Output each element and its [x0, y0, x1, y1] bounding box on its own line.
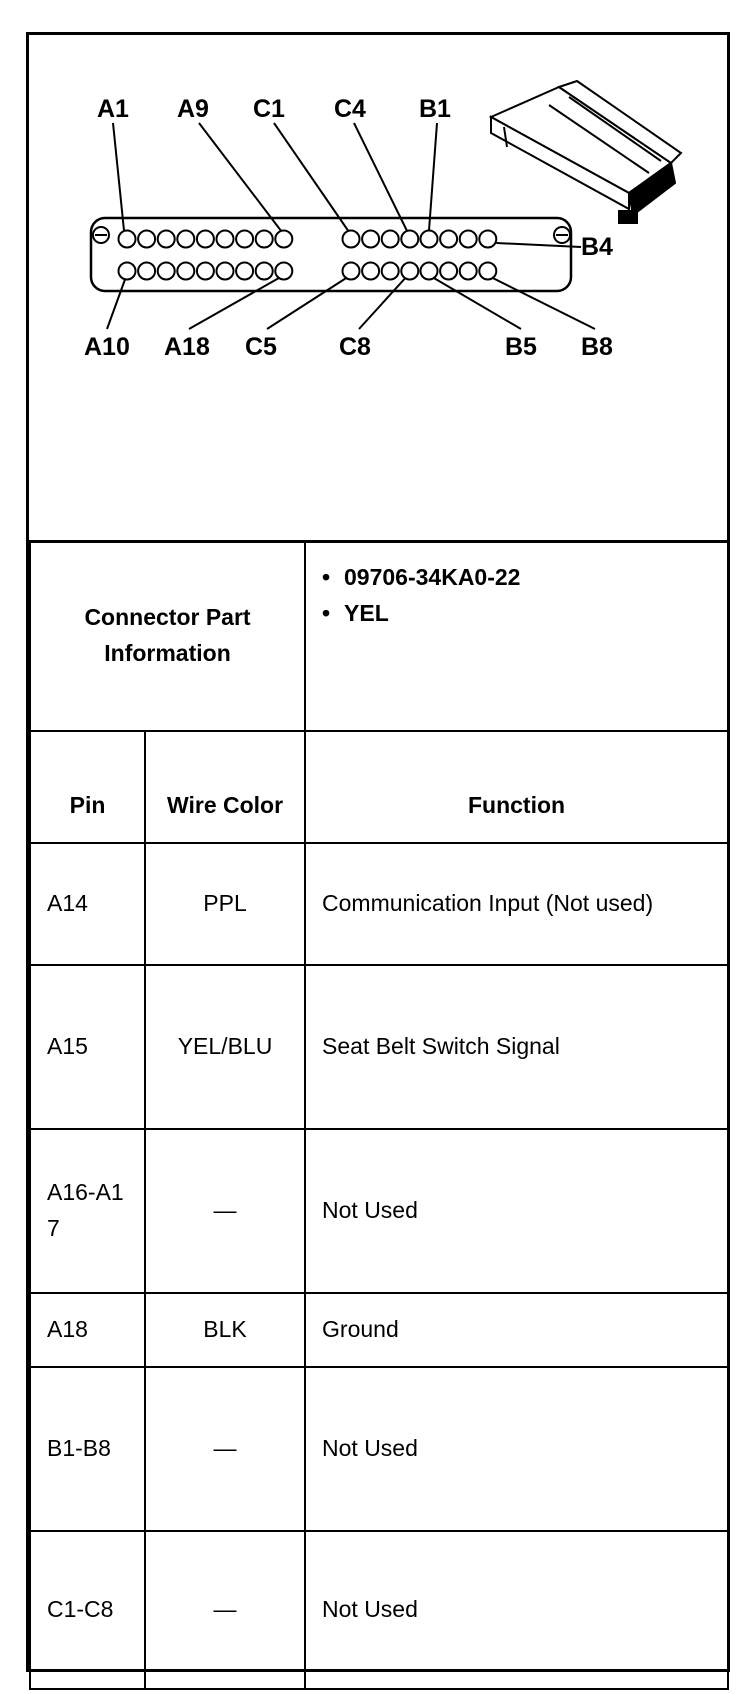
leader-c5: [266, 276, 348, 330]
pin-cavity: [458, 229, 478, 249]
connector-end-view-diagram: A1 A9 C1 C4 B1 B4 A10 A18 C5 C8 B5 B8: [29, 35, 727, 543]
pinout-table: Connector Part Information 09706-34KA0-2…: [28, 540, 730, 1690]
pin-cavities: [117, 229, 498, 281]
wire-color-cell: —: [143, 1530, 307, 1690]
header-function: Function: [304, 730, 730, 844]
part-info-label: Connector Part Information: [28, 540, 307, 732]
leader-b5: [432, 276, 522, 330]
pin-cavity: [439, 229, 459, 249]
pin-cavity: [137, 229, 157, 249]
label-a10: A10: [84, 333, 130, 361]
label-b1: B1: [419, 95, 451, 123]
leader-lines: [106, 122, 596, 330]
pin-cell: A18: [29, 1292, 146, 1368]
pin-cavity: [235, 229, 255, 249]
pin-cavity: [478, 261, 498, 281]
pin-cavity: [380, 261, 400, 281]
pin-cavity: [274, 261, 294, 281]
pin-cavity: [478, 229, 498, 249]
leader-a18: [188, 276, 281, 330]
pin-cavity: [117, 261, 137, 281]
label-b5: B5: [505, 333, 537, 361]
leader-a9: [198, 122, 282, 232]
header-wire-color: Wire Color: [143, 730, 307, 844]
pin-cavity: [254, 229, 274, 249]
pin-cell: B1-B8: [29, 1366, 146, 1532]
pin-cavity: [361, 229, 381, 249]
connector-color: YEL: [322, 596, 711, 632]
wire-color-cell: —: [143, 1128, 307, 1294]
wire-color-cell: YEL/BLU: [143, 964, 307, 1130]
leader-a1: [112, 122, 125, 231]
wire-color-cell: —: [143, 1366, 307, 1532]
wire-color-cell: PPL: [143, 842, 307, 966]
pin-cavity: [419, 229, 439, 249]
leader-c4: [353, 122, 408, 231]
connector-isometric-icon: [488, 79, 683, 224]
part-info-list: 09706-34KA0-22 YEL: [304, 540, 730, 732]
pin-cavity: [400, 261, 420, 281]
pin-cavity: [195, 229, 215, 249]
pin-cavity: [156, 229, 176, 249]
function-cell: Seat Belt Switch Signal: [304, 964, 730, 1130]
leader-b1: [428, 122, 438, 231]
label-c5: C5: [245, 333, 277, 361]
pin-cell: A15: [29, 964, 146, 1130]
table-row: C1-C8 — Not Used: [29, 1530, 730, 1690]
connector-drawing: A1 A9 C1 C4 B1 B4 A10 A18 C5 C8 B5 B8: [84, 79, 683, 361]
connector-sheet: A1 A9 C1 C4 B1 B4 A10 A18 C5 C8 B5 B8: [26, 32, 730, 1690]
pin-cavity: [341, 261, 361, 281]
leader-b8: [491, 276, 596, 330]
pin-cavity: [458, 261, 478, 281]
label-b4: B4: [581, 233, 613, 261]
pin-cavity: [117, 229, 137, 249]
pin-cavity: [156, 261, 176, 281]
pin-cavity: [419, 261, 439, 281]
part-number: 09706-34KA0-22: [322, 560, 711, 596]
pin-cavity: [195, 261, 215, 281]
pin-cavity: [400, 229, 420, 249]
pin-cavity: [137, 261, 157, 281]
pin-cavity: [380, 229, 400, 249]
header-pin: Pin: [29, 730, 146, 844]
header-row: Pin Wire Color Function: [29, 730, 730, 844]
function-cell: Not Used: [304, 1128, 730, 1294]
label-a1: A1: [97, 95, 129, 123]
function-cell: Communication Input (Not used): [304, 842, 730, 966]
pin-cavity: [439, 261, 459, 281]
pin-cavity: [176, 261, 196, 281]
wire-color-cell: BLK: [143, 1292, 307, 1368]
label-c4: C4: [334, 95, 366, 123]
pin-cavity: [274, 229, 294, 249]
pin-cavity: [215, 229, 235, 249]
part-info-row: Connector Part Information 09706-34KA0-2…: [28, 540, 730, 732]
function-cell: Not Used: [304, 1366, 730, 1532]
pin-cavity: [341, 229, 361, 249]
pin-cavity: [361, 261, 381, 281]
pin-cavity: [254, 261, 274, 281]
pin-cavity: [176, 229, 196, 249]
label-c1: C1: [253, 95, 285, 123]
function-cell: Not Used: [304, 1530, 730, 1690]
table-row: A15 YEL/BLU Seat Belt Switch Signal: [29, 964, 730, 1130]
leader-a10: [106, 279, 126, 330]
leader-c1: [273, 122, 349, 232]
label-a18: A18: [164, 333, 210, 361]
table-row: B1-B8 — Not Used: [29, 1366, 730, 1532]
table-row: A16-A17 — Not Used: [29, 1128, 730, 1294]
pin-cell: A16-A17: [29, 1128, 146, 1294]
label-a9: A9: [177, 95, 209, 123]
label-b8: B8: [581, 333, 613, 361]
table-row: A14 PPL Communication Input (Not used): [29, 842, 730, 966]
pin-cell: C1-C8: [29, 1530, 146, 1690]
label-c8: C8: [339, 333, 371, 361]
leader-b4: [496, 242, 582, 248]
pin-cavity: [215, 261, 235, 281]
leader-c8: [358, 276, 407, 330]
table-row: A18 BLK Ground: [29, 1292, 730, 1368]
pin-cell: A14: [29, 842, 146, 966]
function-cell: Ground: [304, 1292, 730, 1368]
pin-cavity: [235, 261, 255, 281]
